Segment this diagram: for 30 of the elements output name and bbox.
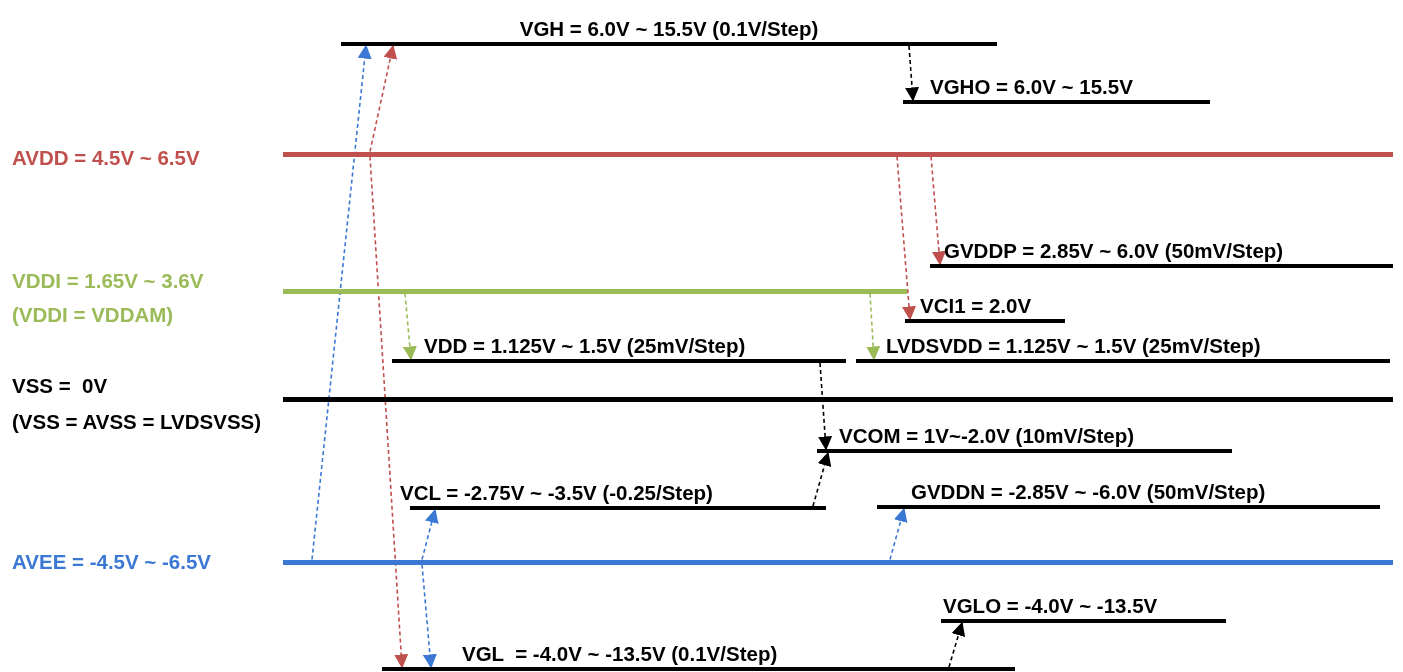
voltage-label: VCOM = 1V~-2.0V (10mV/Step) xyxy=(839,424,1135,448)
dashed-arrow xyxy=(812,451,832,507)
dashed-arrow xyxy=(818,362,833,451)
dashed-arrow xyxy=(421,508,439,561)
voltage-label: VDDI = 1.65V ~ 3.6V (VDDI = VDDAM) xyxy=(12,268,205,328)
dashed-arrow xyxy=(369,44,398,153)
dashed-arrow xyxy=(421,563,437,669)
voltage-label: AVEE = -4.5V ~ -6.5V xyxy=(12,550,212,574)
voltage-label: VGLO = -4.0V ~ -13.5V xyxy=(943,594,1158,618)
voltage-label: VSS = 0V xyxy=(12,374,108,398)
dashed-arrow xyxy=(896,155,916,321)
dashed-arrow xyxy=(948,621,966,668)
dashed-arrow xyxy=(402,292,417,361)
voltage-label: GVDDP = 2.85V ~ 6.0V (50mV/Step) xyxy=(944,239,1284,263)
voltage-label: GVDDN = -2.85V ~ -6.0V (50mV/Step) xyxy=(911,480,1266,504)
voltage-label: AVDD = 4.5V ~ 6.5V xyxy=(12,146,200,170)
dashed-arrow xyxy=(905,45,920,102)
voltage-label: (VSS = AVSS = LVDSVSS) xyxy=(12,410,262,434)
dashed-arrow xyxy=(311,44,372,561)
dashed-arrow xyxy=(889,507,908,561)
voltage-label: VGH = 6.0V ~ 15.5V (0.1V/Step) xyxy=(518,17,820,41)
voltage-label: VCL = -2.75V ~ -3.5V (-0.25/Step) xyxy=(400,481,713,505)
dashed-arrow xyxy=(369,155,409,669)
voltage-label: LVDSVDD = 1.125V ~ 1.5V (25mV/Step) xyxy=(886,334,1261,358)
voltage-label: VDD = 1.125V ~ 1.5V (25mV/Step) xyxy=(424,334,746,358)
voltage-label: VGL = -4.0V ~ -13.5V (0.1V/Step) xyxy=(462,642,778,666)
dashed-arrow xyxy=(930,155,946,266)
voltage-label: VGHO = 6.0V ~ 15.5V xyxy=(930,75,1133,99)
dashed-arrow xyxy=(866,292,881,361)
voltage-label: VCI1 = 2.0V xyxy=(920,294,1032,318)
